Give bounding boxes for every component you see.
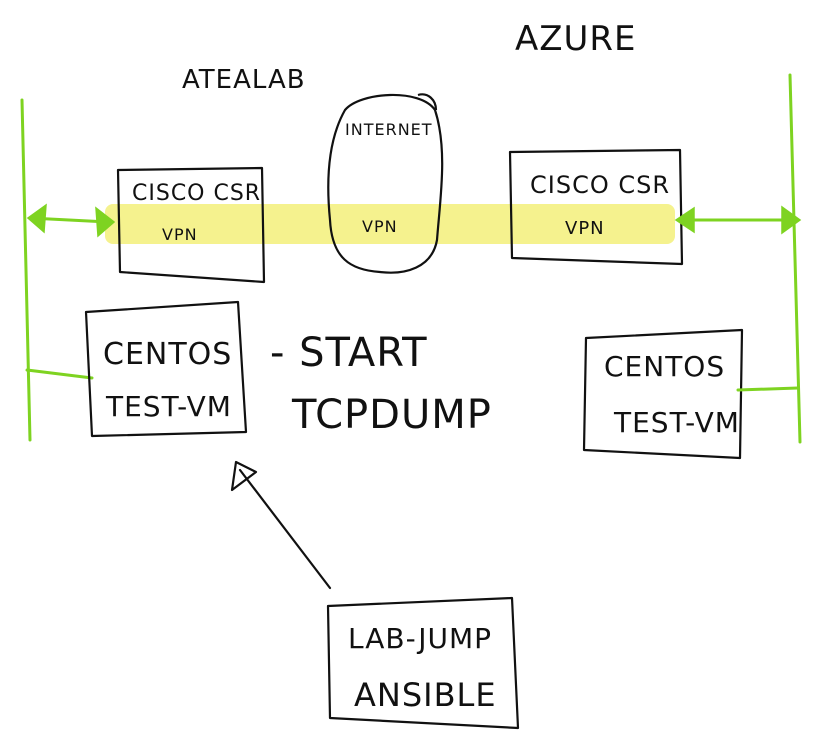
jump-to-vm-arrowhead bbox=[230, 460, 258, 492]
tunnel-vpn-label: VPN bbox=[362, 217, 398, 236]
right-vm-connection bbox=[736, 386, 800, 392]
jump-to-vm-arrow-line bbox=[238, 468, 332, 590]
internet-cloud-swirl bbox=[417, 93, 438, 111]
jump-host-role: ANSIBLE bbox=[354, 676, 497, 714]
jump-host-name: LAB-JUMP bbox=[348, 622, 492, 655]
jump-host-box bbox=[326, 596, 520, 730]
note-start: - START bbox=[270, 330, 428, 376]
internet-label: INTERNET bbox=[345, 120, 433, 139]
internet-cloud bbox=[327, 93, 444, 274]
router-right-box bbox=[508, 148, 684, 266]
vm-right-box bbox=[582, 328, 744, 460]
site-label-left: ATEALAB bbox=[182, 65, 306, 95]
router-left-vpn-label: VPN bbox=[162, 225, 198, 244]
left-vm-connection bbox=[25, 368, 94, 380]
left-link-arrowhead-outer bbox=[26, 203, 47, 234]
router-left-title: CISCO CSR bbox=[132, 181, 261, 206]
site-label-right: AZURE bbox=[515, 19, 637, 59]
router-right-title: CISCO CSR bbox=[530, 171, 670, 199]
vpn-tunnel-highlight bbox=[105, 204, 675, 244]
right-link-arrowhead-outer bbox=[781, 205, 802, 235]
vm-left-name: CENTOS bbox=[103, 337, 232, 372]
right-network-line bbox=[788, 73, 802, 444]
router-left-box bbox=[116, 166, 266, 284]
router-right-vpn-label: VPN bbox=[565, 218, 605, 239]
note-tcpdump: TCPDUMP bbox=[291, 392, 492, 438]
left-network-line bbox=[20, 98, 32, 442]
left-link-arrowhead-inner bbox=[95, 206, 116, 238]
right-link-arrowhead-inner bbox=[674, 206, 695, 234]
vm-right-name: CENTOS bbox=[604, 350, 725, 383]
vm-right-role: TEST-VM bbox=[613, 406, 740, 439]
vm-left-role: TEST-VM bbox=[105, 390, 232, 423]
vm-left-box bbox=[84, 300, 248, 438]
